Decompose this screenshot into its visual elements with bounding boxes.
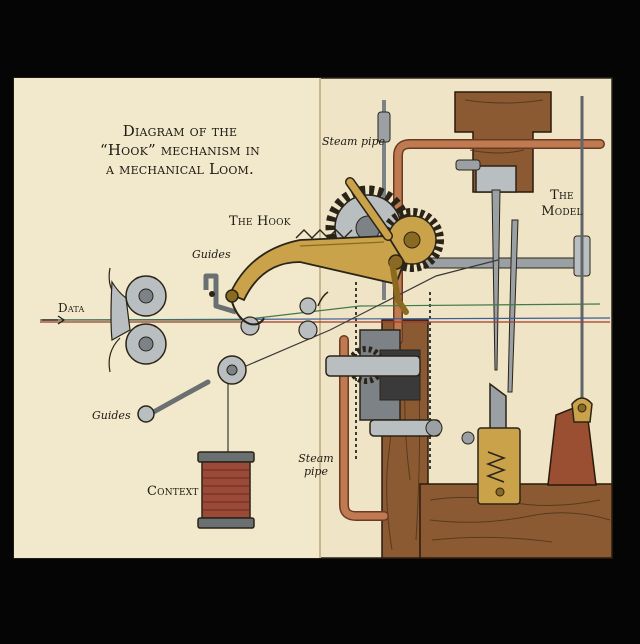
model-needle-assembly xyxy=(455,159,521,505)
label-the-hook: The Hook xyxy=(229,214,291,229)
steam-pipes xyxy=(339,139,605,521)
input-rollers xyxy=(108,267,167,373)
title-line-1: Diagram of the xyxy=(122,122,238,140)
steam-valve xyxy=(377,111,391,143)
label-steam-bottom-line-1: Steam xyxy=(298,452,334,465)
context-spool xyxy=(197,451,255,529)
guides-bottom xyxy=(137,379,211,423)
lower-gear-stack xyxy=(325,329,475,445)
page-title: Diagram of the “Hook” mechanism in a mec… xyxy=(70,122,290,179)
label-model-line-2: Model xyxy=(541,204,583,219)
data-arrowhead xyxy=(57,315,66,325)
label-steam-pipe-top: Steam pipe xyxy=(322,135,386,148)
label-context: Context xyxy=(147,484,199,499)
label-guides-top: Guides xyxy=(192,248,231,261)
threads xyxy=(39,259,611,460)
left-page-shade xyxy=(14,78,320,558)
title-line-3: a mechanical Loom. xyxy=(106,160,254,178)
label-steam-pipe-bottom: Steam pipe xyxy=(298,452,334,478)
label-data: Data xyxy=(58,301,85,315)
title-line-2: “Hook” mechanism in xyxy=(100,141,260,159)
label-steam-bottom-line-2: pipe xyxy=(303,465,329,478)
right-side-latch xyxy=(571,397,593,423)
hook-arm xyxy=(225,177,409,326)
horizontal-steel-bar xyxy=(423,257,585,269)
label-model-line-1: The xyxy=(550,188,574,203)
guides-top xyxy=(203,273,237,315)
label-the-model: The Model xyxy=(536,188,588,220)
label-guides-bottom: Guides xyxy=(92,409,131,422)
